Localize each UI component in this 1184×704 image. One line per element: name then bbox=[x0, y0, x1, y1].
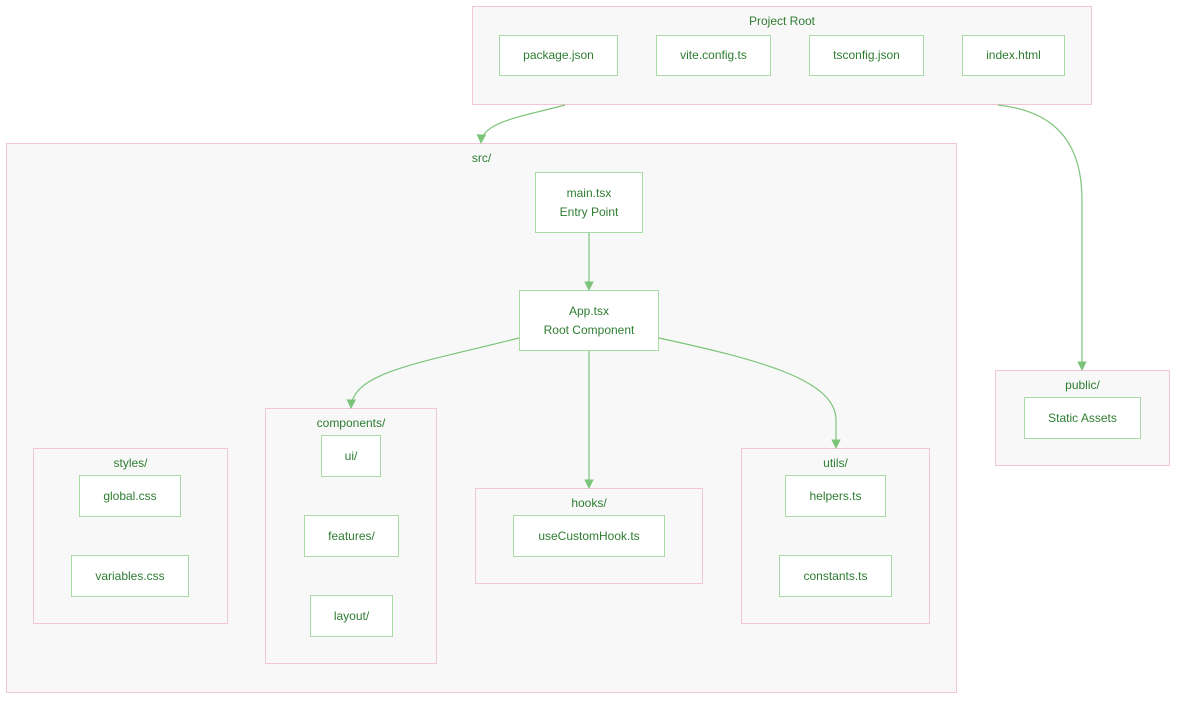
edge-project-root-to-src bbox=[476, 104, 566, 144]
node-label: global.css bbox=[103, 488, 157, 503]
node-static-assets[interactable]: Static Assets bbox=[1024, 397, 1141, 439]
node-label: variables.css bbox=[95, 568, 165, 583]
node-use-custom-hook[interactable]: useCustomHook.ts bbox=[513, 515, 665, 557]
node-app-tsx[interactable]: App.tsx Root Component bbox=[519, 290, 659, 351]
node-constants-ts[interactable]: constants.ts bbox=[779, 555, 892, 597]
node-ui-folder[interactable]: ui/ bbox=[321, 435, 381, 477]
cluster-title-src: src/ bbox=[471, 151, 492, 165]
node-label: constants.ts bbox=[803, 568, 868, 583]
node-label: package.json bbox=[523, 48, 594, 62]
cluster-title-hooks: hooks/ bbox=[571, 496, 607, 510]
cluster-title-public: public/ bbox=[1065, 378, 1100, 392]
node-tsconfig[interactable]: tsconfig.json bbox=[809, 35, 924, 76]
node-index-html[interactable]: index.html bbox=[962, 35, 1065, 76]
edge-app-to-utils bbox=[658, 337, 841, 449]
node-helpers-ts[interactable]: helpers.ts bbox=[785, 475, 886, 517]
node-main-tsx[interactable]: main.tsx Entry Point bbox=[535, 172, 643, 233]
node-label: features/ bbox=[328, 528, 375, 543]
node-label-line1: App.tsx bbox=[568, 303, 609, 318]
node-label-line2: Entry Point bbox=[559, 204, 619, 219]
node-package-json[interactable]: package.json bbox=[499, 35, 618, 76]
node-label-line1: main.tsx bbox=[566, 185, 612, 200]
node-label: layout/ bbox=[333, 608, 370, 623]
node-label: Static Assets bbox=[1048, 410, 1117, 425]
node-layout-folder[interactable]: layout/ bbox=[310, 595, 393, 637]
edge-app-to-components bbox=[346, 337, 520, 409]
node-features-folder[interactable]: features/ bbox=[304, 515, 399, 557]
node-label-line2: Root Component bbox=[543, 322, 635, 337]
node-label: helpers.ts bbox=[809, 488, 862, 503]
cluster-title-components: components/ bbox=[316, 416, 386, 430]
node-label: tsconfig.json bbox=[833, 48, 900, 62]
cluster-title-styles: styles/ bbox=[113, 456, 148, 470]
node-label: index.html bbox=[986, 48, 1041, 62]
node-vite-config[interactable]: vite.config.ts bbox=[656, 35, 771, 76]
node-label: useCustomHook.ts bbox=[538, 528, 640, 543]
edge-project-root-to-public bbox=[997, 104, 1087, 371]
cluster-title-project-root: Project Root bbox=[748, 14, 816, 28]
node-global-css[interactable]: global.css bbox=[79, 475, 181, 517]
node-label: ui/ bbox=[344, 448, 358, 463]
cluster-title-utils: utils/ bbox=[823, 456, 848, 470]
node-label: vite.config.ts bbox=[680, 48, 747, 62]
node-variables-css[interactable]: variables.css bbox=[71, 555, 189, 597]
